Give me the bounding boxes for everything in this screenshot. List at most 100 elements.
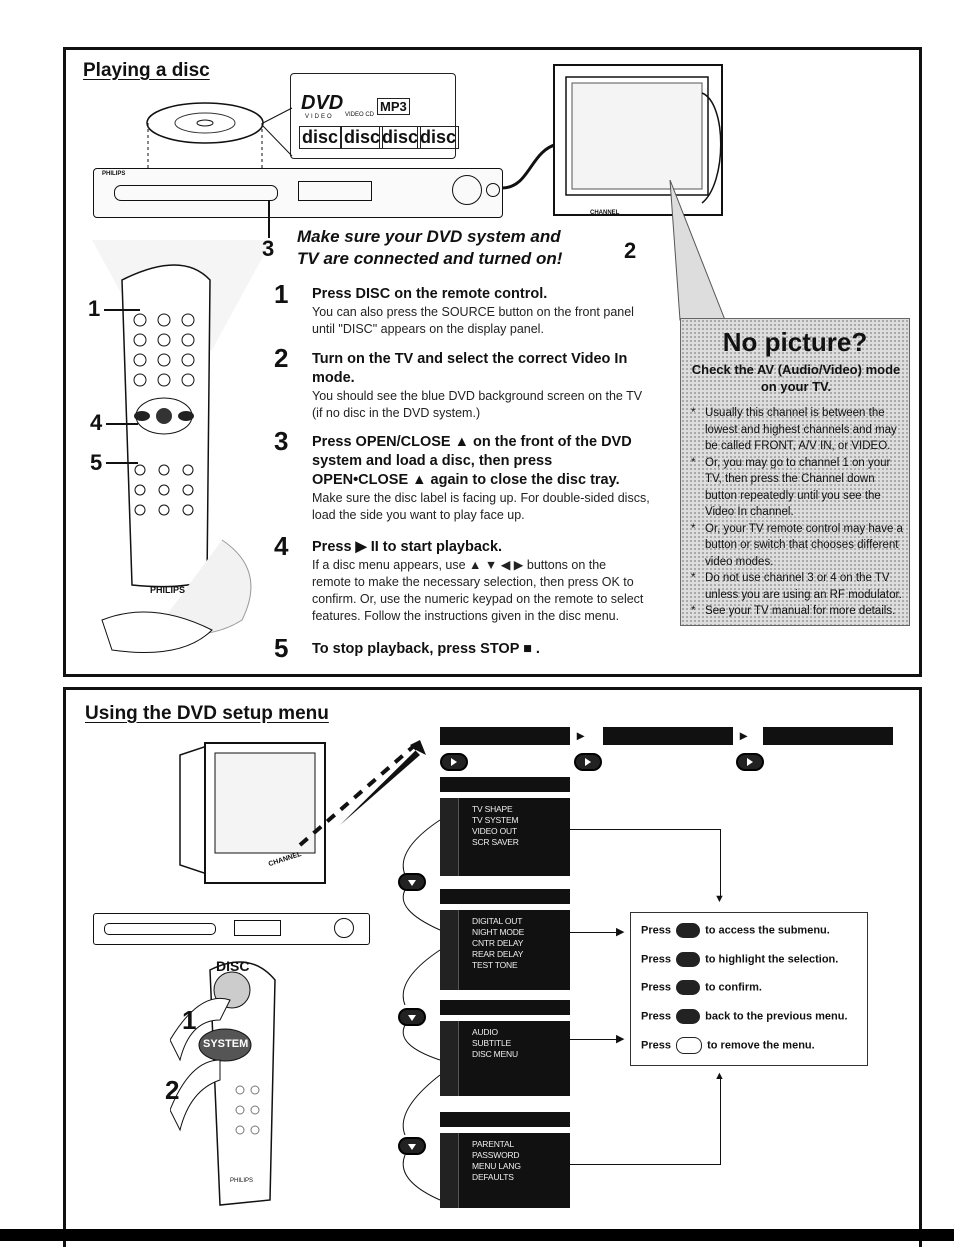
menu-screen-language: AUDIO SUBTITLE DISC MENU	[440, 1021, 570, 1096]
connector-line	[720, 1078, 721, 1165]
menu-item[interactable]: CNTR DELAY	[472, 938, 524, 948]
right-button-icon	[574, 753, 602, 771]
arrow-right-icon: ▶	[616, 926, 625, 938]
step-3-body: Make sure the disc label is facing up. F…	[312, 491, 650, 522]
power-knob	[486, 183, 500, 197]
disc-logo-1: disc	[299, 126, 342, 149]
step-5-number: 5	[274, 633, 289, 663]
connector-line	[525, 829, 720, 830]
step-4-number: 4	[274, 531, 289, 561]
menu-bar-3	[763, 727, 893, 745]
help-press-label: Press	[641, 924, 671, 937]
connect-notice-line2: TV are connected and turned on!	[297, 249, 563, 268]
menu-item[interactable]: SUBTITLE	[472, 1038, 512, 1048]
callout-5-line	[106, 462, 138, 464]
connection-cable	[501, 142, 559, 190]
menu-tabs	[440, 910, 459, 990]
menu-item[interactable]: TV SYSTEM	[472, 815, 519, 825]
menu-3-bar	[440, 1000, 570, 1015]
no-picture-box: No picture? Check the AV (Audio/Video) m…	[680, 318, 910, 626]
mp3-logo: MP3	[377, 98, 410, 115]
arrow-up-icon: ▲	[714, 1070, 725, 1082]
remote-brand: PHILIPS	[150, 585, 186, 595]
no-picture-title: No picture?	[722, 327, 868, 357]
step-3-number: 3	[274, 426, 289, 456]
help-row: Press to confirm.	[641, 980, 762, 995]
no-picture-subtitle: Check the AV (Audio/Video) mode on your …	[691, 362, 901, 394]
disc-logo-3: disc	[379, 126, 422, 149]
section-title-setup: Using the DVD setup menu	[85, 703, 329, 724]
help-press-label: Press	[641, 1010, 671, 1023]
right-button-icon	[676, 923, 701, 938]
callout-2: 2	[624, 238, 637, 263]
help-row: Press to highlight the selection.	[641, 952, 838, 967]
menu-tabs	[440, 1021, 459, 1096]
menu-item[interactable]: MENU LANG	[472, 1161, 521, 1171]
menu-item[interactable]: REAR DELAY	[472, 949, 524, 959]
step-4-heading: Press ▶ II to start playback.	[312, 539, 503, 555]
callout-1-line	[104, 309, 140, 311]
down-button-icon	[398, 1137, 426, 1155]
step-1-body: You can also press the SOURCE button on …	[312, 305, 634, 336]
menu-item[interactable]: DIGITAL OUT	[472, 916, 523, 926]
help-press-label: Press	[641, 1039, 671, 1052]
right-button-icon	[440, 753, 468, 771]
bottom-bar	[0, 1229, 954, 1241]
ok-button-icon	[676, 980, 701, 995]
remote-control-illustration	[92, 240, 272, 653]
connect-notice-line1: Make sure your DVD system and	[297, 227, 561, 246]
help-text: back to the previous menu.	[705, 1010, 848, 1023]
disc-logo-4: disc	[417, 126, 460, 149]
unit-display-2	[234, 920, 281, 936]
menu-item[interactable]: SCR SAVER	[472, 837, 519, 847]
menu-screen-preference: PARENTAL PASSWORD MENU LANG DEFAULTS	[440, 1133, 570, 1208]
up-down-button-icon	[676, 952, 701, 967]
menu-item[interactable]: DEFAULTS	[472, 1172, 514, 1182]
dvd-system-unit: PHILIPS	[93, 168, 503, 218]
menu-item[interactable]: DISC MENU	[472, 1049, 518, 1059]
menu-item[interactable]: NIGHT MODE	[472, 927, 525, 937]
menu-item[interactable]: VIDEO OUT	[472, 826, 517, 836]
menu-item[interactable]: TEST TONE	[472, 960, 518, 970]
arrow-right-icon: ▸	[577, 727, 585, 743]
tv-channel-label: CHANNEL	[590, 210, 620, 216]
dvd-logo: DVD	[301, 92, 344, 114]
step-2-number: 2	[274, 343, 289, 373]
menu-item[interactable]: TV SHAPE	[472, 804, 513, 814]
connect-notice: Make sure your DVD system and TV are con…	[297, 226, 607, 270]
help-press-label: Press	[641, 981, 671, 994]
callout-4: 4	[90, 410, 103, 435]
tv-beam	[669, 180, 726, 321]
menu-item[interactable]: PASSWORD	[472, 1150, 520, 1160]
menu-4-bar	[440, 1112, 570, 1127]
dvd-system-unit-2	[93, 913, 370, 945]
menu-item[interactable]: PARENTAL	[472, 1139, 515, 1149]
menu-item[interactable]: AUDIO	[472, 1027, 498, 1037]
tv-illustration	[553, 64, 723, 216]
step-3-heading: Press OPEN/CLOSE ▲ on the front of the D…	[312, 434, 632, 488]
callout-setup-1: 1	[182, 1005, 197, 1035]
menu-1-bar	[440, 777, 570, 792]
right-button-icon	[736, 753, 764, 771]
step-5-heading: To stop playback, press STOP ■ .	[312, 641, 540, 657]
no-picture-item: See your TV manual for more details.	[691, 603, 906, 620]
connector-line	[525, 1164, 720, 1165]
menu-2-bar	[440, 889, 570, 904]
remote-hand-illustration	[170, 961, 276, 1206]
help-row: Press back to the previous menu.	[641, 1009, 848, 1024]
left-button-icon	[676, 1009, 701, 1024]
menu-screen-video: TV SHAPE TV SYSTEM VIDEO OUT SCR SAVER	[440, 798, 570, 876]
step-1-heading: Press DISC on the remote control.	[312, 286, 548, 302]
down-button-icon	[398, 873, 426, 891]
connector-line	[720, 829, 721, 899]
arrow-right-icon: ▶	[616, 1033, 625, 1045]
step-2-heading: Turn on the TV and select the correct Vi…	[312, 351, 628, 386]
no-picture-list: Usually this channel is between the lowe…	[691, 405, 906, 620]
tv-illustration-2	[179, 740, 426, 884]
help-row: Press to access the submenu.	[641, 923, 830, 938]
remote-brand-2: PHILIPS	[230, 1178, 254, 1184]
menu-screen-audio: DIGITAL OUT NIGHT MODE CNTR DELAY REAR D…	[440, 910, 570, 990]
step-2-body: You should see the blue DVD background s…	[312, 389, 643, 420]
callout-3-line	[268, 200, 270, 238]
callout-setup-2: 2	[165, 1075, 180, 1105]
